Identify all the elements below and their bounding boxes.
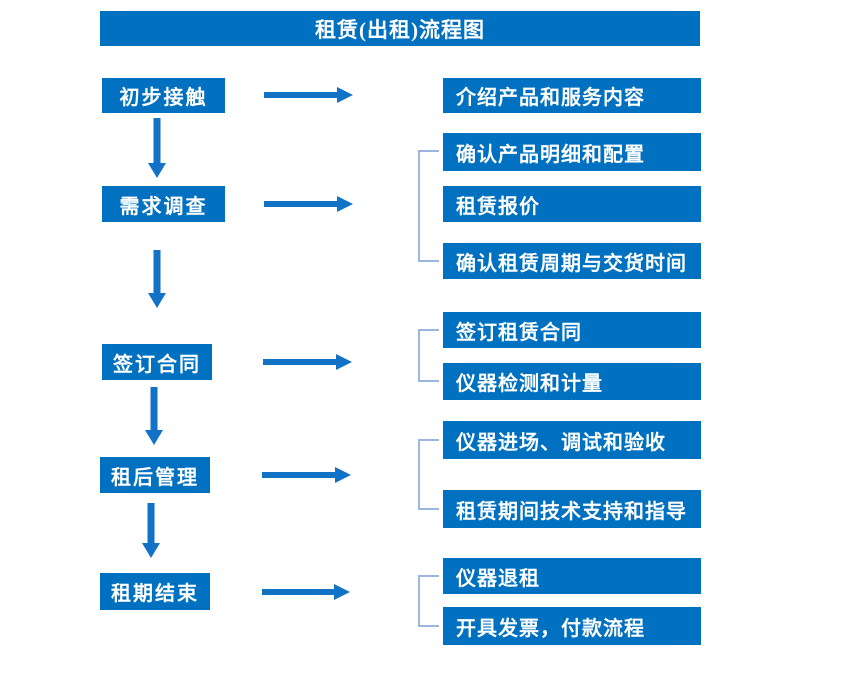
stage-box-post-rental-mgmt: 租后管理 bbox=[100, 457, 210, 493]
stage-box-rental-end: 租期结束 bbox=[100, 573, 210, 610]
down-arrow-3 bbox=[145, 387, 163, 445]
right-arrow-4 bbox=[262, 467, 351, 483]
right-arrow-5 bbox=[262, 584, 350, 600]
detail-box-rental-quote: 租赁报价 bbox=[443, 186, 701, 222]
bracket-group-3 bbox=[418, 329, 439, 382]
detail-box-sign-rental-contract: 签订租赁合同 bbox=[443, 312, 701, 348]
flowchart-title: 租赁(出租)流程图 bbox=[100, 11, 700, 46]
right-arrow-2 bbox=[264, 196, 353, 212]
bracket-group-2 bbox=[418, 150, 439, 262]
detail-box-confirm-period: 确认租赁周期与交货时间 bbox=[443, 243, 701, 279]
detail-box-instrument-testing: 仪器检测和计量 bbox=[443, 363, 701, 400]
stage-box-sign-contract: 签订合同 bbox=[102, 344, 212, 380]
down-arrow-2 bbox=[148, 250, 166, 308]
detail-box-confirm-product-spec: 确认产品明细和配置 bbox=[443, 133, 701, 171]
down-arrow-1 bbox=[148, 118, 166, 178]
down-arrow-4 bbox=[142, 503, 160, 558]
bracket-group-4 bbox=[418, 439, 439, 510]
bracket-group-5 bbox=[418, 575, 439, 627]
detail-box-instrument-return: 仪器退租 bbox=[443, 558, 701, 594]
detail-box-instrument-setup: 仪器进场、调试和验收 bbox=[443, 421, 701, 459]
detail-box-introduce-products: 介绍产品和服务内容 bbox=[443, 78, 701, 113]
stage-box-demand-survey: 需求调查 bbox=[102, 186, 225, 222]
stage-box-initial-contact: 初步接触 bbox=[102, 78, 225, 113]
detail-box-tech-support: 租赁期间技术支持和指导 bbox=[443, 490, 701, 528]
right-arrow-3 bbox=[263, 354, 352, 370]
right-arrow-1 bbox=[264, 87, 353, 103]
detail-box-invoice-payment: 开具发票，付款流程 bbox=[443, 607, 701, 645]
